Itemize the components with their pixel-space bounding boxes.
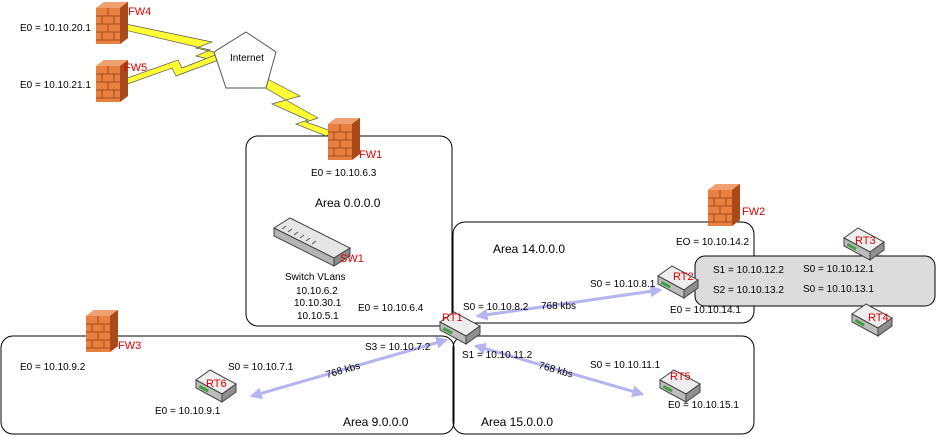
device-label-fw5: FW5 bbox=[124, 62, 147, 74]
device-label-rt5: RT5 bbox=[670, 371, 691, 383]
wan-link-fw1 bbox=[251, 73, 335, 137]
iface-fw5-e0: E0 = 10.10.21.1 bbox=[20, 80, 91, 91]
switch-vlan-3: 10.10.5.1 bbox=[297, 311, 339, 322]
iface-rt2-s2: S2 = 10.10.13.2 bbox=[713, 285, 784, 296]
iface-rt2-s0: S0 = 10.10.8.1 bbox=[590, 279, 656, 290]
iface-rt4-s0: S0 = 10.10.13.1 bbox=[803, 284, 874, 295]
iface-rt2-s1: S1 = 10.10.12.2 bbox=[713, 265, 784, 276]
device-label-sw1: SW1 bbox=[340, 253, 364, 265]
switch-vlan-1: 10.10.6.2 bbox=[296, 286, 338, 297]
link-rt1-rt6 bbox=[249, 336, 449, 400]
internet-cloud bbox=[213, 31, 277, 89]
device-label-rt6: RT6 bbox=[206, 378, 227, 390]
switch-sw1-icon bbox=[272, 217, 352, 267]
area-9-box bbox=[0, 335, 455, 435]
internet-label: Internet bbox=[230, 53, 264, 64]
firewall-fw1-icon bbox=[327, 117, 361, 161]
iface-rt6-s0: S0 = 10.10.7.1 bbox=[228, 362, 294, 373]
iface-fw4-e0: E0 = 10.10.20.1 bbox=[20, 23, 91, 34]
iface-rt3-s0: S0 = 10.10.12.1 bbox=[803, 264, 874, 275]
link-speed-rt1-rt5: 768 kbs bbox=[537, 360, 574, 380]
device-label-fw1: FW1 bbox=[359, 149, 382, 161]
device-label-fw4: FW4 bbox=[128, 6, 151, 18]
iface-fw2-e0: EO = 10.10.14.2 bbox=[676, 237, 750, 248]
link-speed-rt1-rt6: 768 kbs bbox=[325, 361, 362, 381]
firewall-fw3-icon bbox=[85, 309, 119, 353]
iface-fw3-e0: E0 = 10.10.9.2 bbox=[20, 362, 86, 373]
switch-vlan-2: 10.10.30.1 bbox=[294, 298, 342, 309]
iface-rt1-s0: S0 = 10.10.8.2 bbox=[463, 302, 529, 313]
iface-rt6-e0: E0 = 10.10.9.1 bbox=[155, 406, 221, 417]
switch-vlans-title: Switch VLans bbox=[285, 272, 346, 283]
device-label-fw3: FW3 bbox=[118, 340, 141, 352]
iface-fw1-e0: E0 = 10.10.6.3 bbox=[311, 168, 377, 179]
link-speed-rt1-rt2: 768 kbs bbox=[541, 301, 576, 312]
device-label-fw2: FW2 bbox=[742, 206, 765, 218]
device-label-rt3: RT3 bbox=[855, 235, 876, 247]
area-15-box bbox=[452, 335, 755, 435]
firewall-fw2-icon bbox=[707, 183, 741, 227]
area-label-15: Area 15.0.0.0 bbox=[481, 415, 553, 429]
link-rt1-rt5 bbox=[473, 342, 645, 398]
area-label-14: Area 14.0.0.0 bbox=[493, 242, 565, 256]
iface-rt1-s1: S1 = 10.10.11.2 bbox=[462, 350, 533, 361]
firewall-fw4-icon bbox=[95, 1, 129, 45]
device-label-rt1: RT1 bbox=[442, 312, 463, 324]
iface-rt2-e0: E0 = 10.10.14.1 bbox=[670, 305, 741, 316]
area-label-0: Area 0.0.0.0 bbox=[315, 196, 381, 210]
iface-rt1-e0: E0 = 10.10.6.4 bbox=[358, 303, 424, 314]
iface-rt1-s3: S3 = 10.10.7.2 bbox=[365, 342, 431, 353]
iface-rt5-s0: S0 = 10.10.11.1 bbox=[590, 360, 661, 371]
device-label-rt2: RT2 bbox=[673, 271, 694, 283]
device-label-rt4: RT4 bbox=[868, 312, 889, 324]
iface-rt5-e0: E0 = 10.10.15.1 bbox=[668, 400, 739, 411]
link-rt1-rt2 bbox=[475, 285, 663, 321]
area-label-9: Area 9.0.0.0 bbox=[343, 415, 409, 429]
